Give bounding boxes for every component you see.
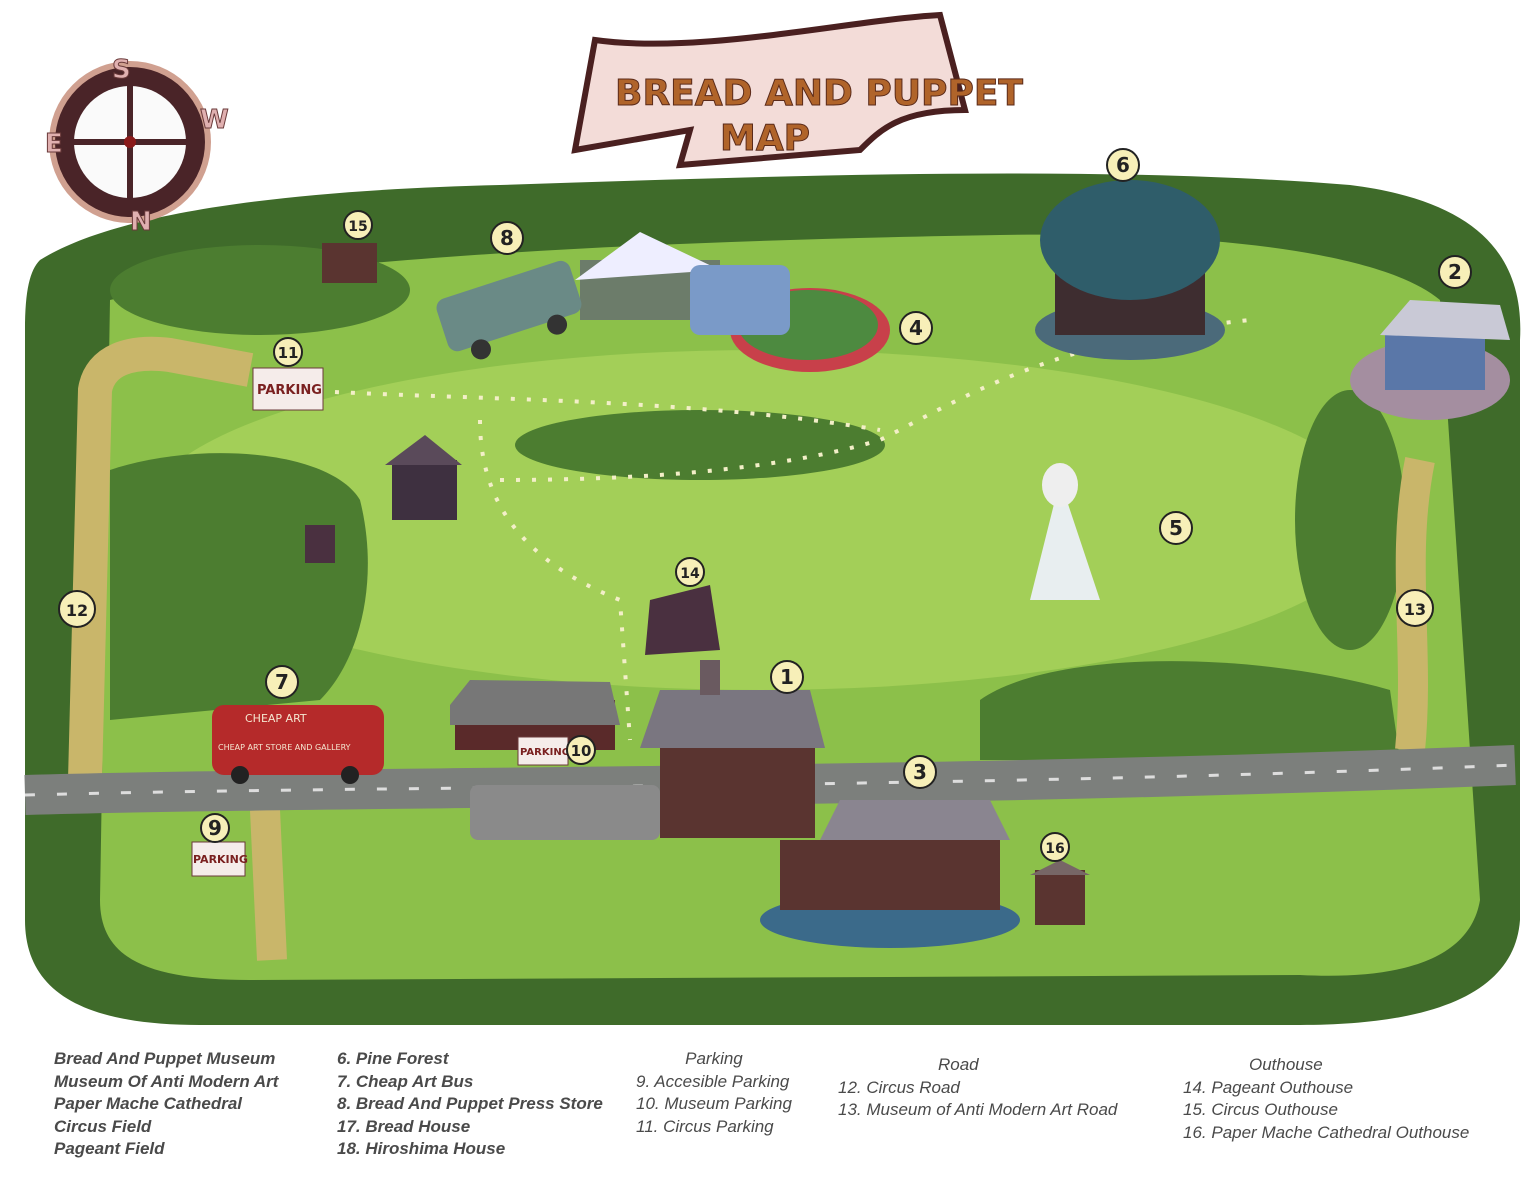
marker-13[interactable]: 13 [1396, 589, 1434, 627]
marker-14[interactable]: 14 [675, 557, 705, 587]
legend-item: Bread And Puppet Museum [54, 1049, 276, 1068]
legend-item: 12. Circus Road [838, 1077, 960, 1097]
hedge-right-tall [1295, 390, 1405, 650]
legend-item: 16. Paper Mache Cathedral Outhouse [1183, 1122, 1470, 1142]
hiroshima-house [385, 435, 462, 520]
museum-building [640, 660, 825, 838]
marker-number: 7 [275, 670, 289, 694]
marker-2[interactable]: 2 [1438, 255, 1472, 289]
marker-5[interactable]: 5 [1159, 511, 1193, 545]
bread-house [1350, 300, 1510, 420]
map-canvas: CHEAP ART CHEAP ART STORE AND GALLERY PA… [24, 11, 1521, 1025]
marker-number: 8 [500, 226, 514, 250]
bus-text-side: CHEAP ART STORE AND GALLERY [218, 743, 351, 752]
legend-other-sites: 6. Pine Forest 7. Cheap Art Bus 8. Bread… [337, 1048, 603, 1161]
footpaths [334, 318, 1251, 741]
press-store-bus [436, 260, 582, 360]
marker-number: 15 [348, 219, 367, 235]
circus-road [68, 336, 254, 781]
marker-16[interactable]: 16 [1040, 832, 1070, 862]
marker-number: 11 [278, 344, 299, 362]
marker-9[interactable]: 9 [200, 813, 230, 843]
small-shed [305, 525, 335, 563]
marker-number: 14 [680, 566, 700, 582]
pageant-outhouse [645, 585, 720, 655]
legend-item: 9. Accesible Parking [636, 1071, 790, 1091]
legend-item: Circus Field [54, 1116, 152, 1136]
legend-outhouse: Outhouse 14. Pageant Outhouse 15. Circus… [1183, 1054, 1469, 1144]
marker-number: 3 [913, 760, 927, 784]
legend-item: 17. Bread House [337, 1116, 471, 1136]
main-road-dashes [24, 763, 1516, 797]
parking-sign-label: PARKING [257, 383, 322, 398]
hedge-center [515, 410, 885, 480]
hedge-right [980, 661, 1400, 760]
marker-3[interactable]: 3 [903, 755, 937, 789]
marker-number: 9 [208, 816, 222, 840]
marker-number: 4 [909, 316, 923, 340]
parking-sign-10[interactable]: PARKING [517, 736, 570, 766]
compass-label-w: W [200, 105, 229, 135]
compass-rose: S W E N [45, 55, 230, 238]
marker-12[interactable]: 12 [58, 590, 96, 628]
legend-item: 7. Cheap Art Bus [337, 1071, 474, 1091]
marker-number: 2 [1448, 260, 1462, 284]
marker-15[interactable]: 15 [343, 210, 373, 240]
marker-10[interactable]: 10 [566, 735, 596, 765]
parking-sign-9[interactable]: PARKING [191, 841, 248, 877]
legend-item: 15. Circus Outhouse [1183, 1100, 1338, 1119]
marker-number: 10 [571, 742, 592, 760]
compass-label-s: S [112, 55, 131, 85]
marker-number: 1 [780, 665, 794, 689]
parking-sign-label: PARKING [193, 853, 248, 866]
legend-item: Museum Of Anti Modern Art [54, 1071, 279, 1091]
bus-text-top: CHEAP ART [245, 712, 307, 725]
compass-label-n: N [130, 207, 152, 237]
marker-1[interactable]: 1 [770, 660, 804, 694]
paper-mache-cathedral-outhouse [1030, 860, 1090, 925]
legend-item: Pageant Field [54, 1139, 165, 1158]
legend-item: 8. Bread And Puppet Press Store [337, 1094, 603, 1113]
legend-item: Paper Mache Cathedral [54, 1094, 243, 1113]
parking-road [250, 809, 287, 961]
paper-mache-cathedral [760, 800, 1020, 948]
circus-field [140, 350, 1380, 690]
legend-item: 14. Pageant Outhouse [1183, 1077, 1354, 1097]
title-line-1: BREAD AND PUPPET [615, 73, 1023, 114]
legend-item: 13. Museum of Anti Modern Art Road [838, 1100, 1118, 1119]
marker-4[interactable]: 4 [899, 311, 933, 345]
legend-heading: Road [938, 1055, 979, 1074]
parking-sign-label: PARKING [520, 747, 570, 758]
marker-6[interactable]: 6 [1106, 148, 1140, 182]
marker-number: 13 [1404, 600, 1426, 619]
circus-ring [575, 232, 890, 372]
hedge-left [110, 453, 368, 720]
marker-11[interactable]: 11 [273, 337, 303, 367]
legend-heading: Outhouse [1249, 1055, 1323, 1074]
marker-number: 6 [1116, 153, 1130, 177]
cheap-art-bus: CHEAP ART CHEAP ART STORE AND GALLERY [212, 705, 384, 784]
legend-road: Road 12. Circus Road 13. Museum of Anti … [838, 1054, 1117, 1122]
marker-8[interactable]: 8 [490, 221, 524, 255]
legend-item: 11. Circus Parking [636, 1116, 774, 1136]
marker-number: 12 [66, 601, 88, 620]
marker-number: 5 [1169, 516, 1183, 540]
legend-main-sites: Bread And Puppet Museum Museum Of Anti M… [54, 1048, 278, 1161]
legend-heading: Parking [685, 1049, 743, 1068]
pine-forest [1035, 180, 1225, 360]
legend-item: 10. Museum Parking [636, 1094, 792, 1113]
legend-parking: Parking 9. Accesible Parking 10. Museum … [636, 1048, 792, 1138]
title-line-2: MAP [720, 118, 810, 159]
legend-item: 6. Pine Forest [337, 1049, 449, 1068]
circus-outhouse [322, 243, 377, 283]
marker-number: 16 [1045, 841, 1064, 857]
legend-item: 18. Hiroshima House [337, 1139, 506, 1158]
sculpture-slab [470, 785, 660, 840]
title-banner: BREAD AND PUPPET MAP [571, 11, 1024, 169]
pageant-puppet [1030, 463, 1100, 600]
parking-sign-11[interactable]: PARKING [252, 367, 324, 411]
compass-label-e: E [45, 129, 63, 159]
marker-7[interactable]: 7 [265, 665, 299, 699]
